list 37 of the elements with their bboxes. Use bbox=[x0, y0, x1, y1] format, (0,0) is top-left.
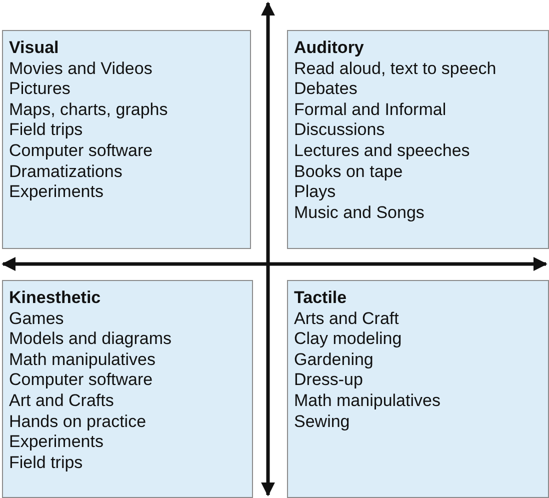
list-item: Gardening bbox=[294, 350, 374, 370]
list-item: Field trips bbox=[9, 452, 83, 474]
list-item: Music and Songs bbox=[294, 202, 424, 224]
list-item: Computer software bbox=[9, 140, 153, 162]
list-item: Clay modeling bbox=[294, 329, 402, 350]
list-item: Plays bbox=[294, 182, 336, 203]
quadrant-heading: Visual bbox=[9, 38, 59, 59]
list-item: Read aloud, text to speech bbox=[294, 58, 496, 80]
list-item: Debates bbox=[294, 79, 358, 100]
list-item: Formal and Informal bbox=[294, 100, 446, 120]
list-item: Maps, charts, graphs bbox=[9, 100, 168, 120]
list-item: Art and Crafts bbox=[9, 390, 114, 412]
list-item: Math manipulatives bbox=[294, 390, 440, 412]
list-item: Computer software bbox=[9, 370, 153, 391]
list-item: Sewing bbox=[294, 412, 350, 432]
list-item: Math manipulatives bbox=[9, 350, 156, 370]
list-item: Lectures and speeches bbox=[294, 140, 470, 162]
list-item: Hands on practice bbox=[9, 412, 146, 432]
list-item: Pictures bbox=[9, 79, 70, 100]
quadrant-heading: Kinesthetic bbox=[9, 288, 101, 309]
list-item: Discussions bbox=[294, 120, 385, 141]
list-item: Arts and Craft bbox=[294, 308, 399, 330]
list-item: Experiments bbox=[9, 432, 104, 453]
list-item: Movies and Videos bbox=[9, 58, 152, 80]
list-item: Dress-up bbox=[294, 370, 363, 391]
quadrant-box bbox=[287, 30, 549, 249]
list-item: Models and diagrams bbox=[9, 329, 172, 350]
list-item: Experiments bbox=[9, 182, 104, 203]
list-item: Games bbox=[9, 308, 64, 330]
quadrant-heading: Tactile bbox=[294, 288, 347, 309]
list-item: Books on tape bbox=[294, 162, 403, 182]
list-item: Field trips bbox=[9, 120, 83, 141]
list-item: Dramatizations bbox=[9, 162, 122, 182]
quadrant-box bbox=[287, 280, 549, 498]
quadrant-box bbox=[2, 30, 251, 249]
quadrant-heading: Auditory bbox=[294, 38, 364, 59]
quadrant-box bbox=[2, 280, 253, 498]
